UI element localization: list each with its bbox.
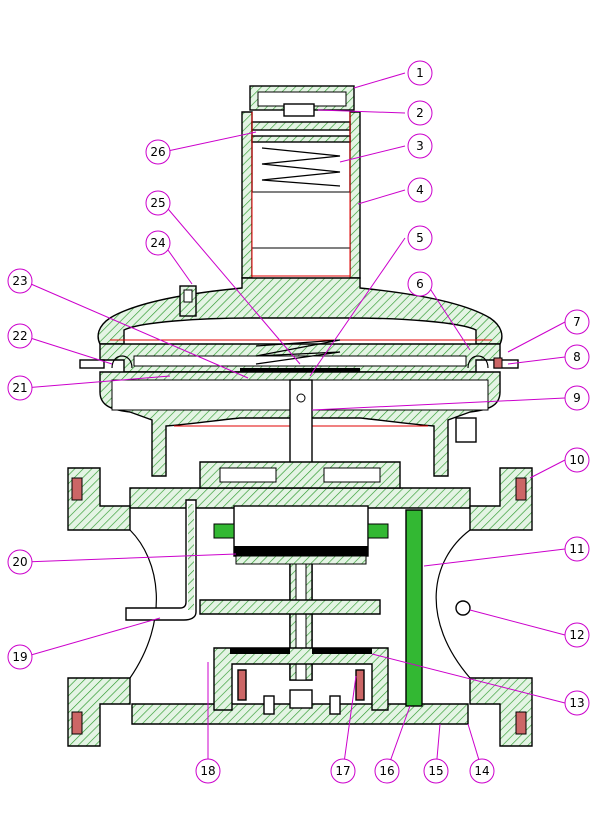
callout-24: 24: [145, 230, 171, 256]
callout-13: 13: [564, 690, 590, 716]
svg-text:19: 19: [12, 650, 27, 664]
shutter: [213, 647, 389, 711]
svg-text:8: 8: [573, 350, 581, 364]
svg-text:2: 2: [416, 106, 424, 120]
callout-23: 23: [7, 268, 33, 294]
svg-text:1: 1: [416, 66, 424, 80]
callout-3: 3: [407, 133, 433, 159]
leader-lines: [23, 72, 566, 771]
svg-text:20: 20: [12, 555, 27, 569]
svg-text:14: 14: [474, 764, 489, 778]
callout-22: 22: [7, 323, 33, 349]
main-spring: [261, 147, 341, 187]
adjusting-nut: [283, 103, 315, 117]
svg-text:10: 10: [569, 453, 584, 467]
spring-plate: [251, 121, 351, 131]
callout-17: 17: [330, 758, 356, 784]
callout-14: 14: [469, 758, 495, 784]
svg-text:21: 21: [12, 381, 27, 395]
callout-12: 12: [564, 622, 590, 648]
sensing-tube: [125, 499, 197, 621]
svg-text:9: 9: [573, 391, 581, 405]
svg-text:18: 18: [200, 764, 215, 778]
callout-26: 26: [145, 139, 171, 165]
flange-bolt-left: [79, 359, 105, 369]
upper-valve-seat: [199, 505, 389, 615]
callout-16: 16: [374, 758, 400, 784]
callout-5: 5: [407, 225, 433, 251]
svg-text:15: 15: [428, 764, 443, 778]
plug: [455, 600, 471, 616]
svg-text:25: 25: [150, 196, 165, 210]
callout-18: 18: [195, 758, 221, 784]
callout-10: 10: [564, 447, 590, 473]
callout-21: 21: [7, 375, 33, 401]
svg-text:12: 12: [569, 628, 584, 642]
svg-text:6: 6: [416, 277, 424, 291]
callout-15: 15: [423, 758, 449, 784]
svg-text:13: 13: [569, 696, 584, 710]
svg-text:7: 7: [573, 315, 581, 329]
tower-wall-right: [349, 111, 361, 279]
tower-wall-left: [241, 111, 253, 279]
svg-text:23: 23: [12, 274, 27, 288]
callout-7: 7: [564, 309, 590, 335]
callout-25: 25: [145, 190, 171, 216]
spring-housing: [97, 85, 503, 345]
svg-text:17: 17: [335, 764, 350, 778]
callout-1: 1: [407, 60, 433, 86]
callout-6: 6: [407, 271, 433, 297]
lower-valve-shutter: [213, 647, 389, 715]
callout-11: 11: [564, 536, 590, 562]
callout-4: 4: [407, 177, 433, 203]
svg-text:24: 24: [150, 236, 165, 250]
diaphragm-chamber: [79, 339, 519, 477]
svg-text:16: 16: [379, 764, 394, 778]
svg-text:3: 3: [416, 139, 424, 153]
svg-text:22: 22: [12, 329, 27, 343]
svg-text:5: 5: [416, 231, 424, 245]
svg-text:26: 26: [150, 145, 165, 159]
inlet-flange: [67, 467, 131, 531]
callout-20: 20: [7, 549, 33, 575]
callout-8: 8: [564, 344, 590, 370]
svg-text:4: 4: [416, 183, 424, 197]
callout-9: 9: [564, 385, 590, 411]
bypass-tube: [405, 509, 423, 707]
callout-labels: 1 2 3 4 5 6 7 8 9 10 11 12 13 14 15 16 1…: [7, 60, 590, 784]
relief-spring: [255, 339, 341, 365]
callout-19: 19: [7, 644, 33, 670]
callout-2: 2: [407, 100, 433, 126]
svg-text:11: 11: [569, 542, 584, 556]
upper-cover: [97, 277, 503, 345]
